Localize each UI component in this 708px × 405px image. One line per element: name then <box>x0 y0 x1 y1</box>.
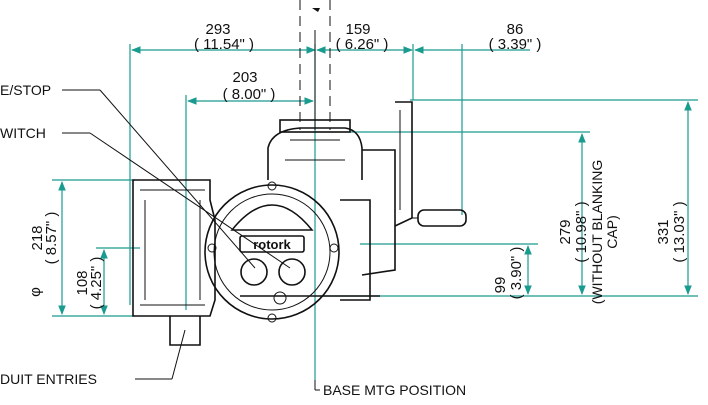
dim-overall-width: 293 ( 11.54" ) <box>129 21 316 305</box>
dim-conduit-height: 108 ( 4.25" ) <box>74 247 140 315</box>
dim-height-no-cap: 279 ( 10.98" ) (WITHOUT BLANKING CAP) <box>350 131 620 304</box>
label-local-stop: E/STOP <box>0 82 51 98</box>
dim-279-note-line2: CAP) <box>604 215 620 248</box>
rotork-logo: rotork <box>253 237 291 252</box>
dim-diameter: 218 ( 8.57" ) φ <box>27 179 135 317</box>
dim-159-inch: ( 6.26" ) <box>336 36 389 53</box>
leader-lines <box>62 89 320 391</box>
dim-279-note-line1: (WITHOUT BLANKING <box>589 160 605 304</box>
diameter-symbol: φ <box>27 287 44 297</box>
shaft-centerline <box>299 0 331 130</box>
dim-99-inch: ( 3.90" ) <box>508 247 525 300</box>
dim-base-to-center: 99 ( 3.90" ) <box>360 243 538 300</box>
dim-99-mm: 99 <box>492 277 509 294</box>
actuator-body: rotork <box>132 101 467 346</box>
dim-279-inch: ( 10.98" ) <box>573 201 590 262</box>
dim-86-inch: ( 3.39" ) <box>489 36 542 53</box>
dim-218-inch: ( 8.57" ) <box>43 212 60 265</box>
label-conduit-entries: DUIT ENTRIES <box>0 371 97 387</box>
dim-half-width: 203 ( 8.00" ) <box>185 69 314 310</box>
dim-height-total: 331 ( 13.03" ) <box>320 99 698 297</box>
dim-279-mm: 279 <box>557 219 574 244</box>
dim-331-inch: ( 13.03" ) <box>671 201 688 262</box>
dim-108-inch: ( 4.25" ) <box>88 257 105 310</box>
dim-159-mm: 159 <box>345 21 370 38</box>
label-base-mtg-position: BASE MTG POSITION <box>323 382 466 398</box>
dim-203-mm: 203 <box>232 69 257 86</box>
dim-218-mm: 218 <box>29 225 46 250</box>
dim-86-mm: 86 <box>507 21 524 38</box>
dim-203-inch: ( 8.00" ) <box>223 86 276 103</box>
label-switch: WITCH <box>0 125 46 141</box>
dim-331-mm: 331 <box>655 219 672 244</box>
dim-293-inch: ( 11.54" ) <box>194 36 254 53</box>
dim-293-mm: 293 <box>205 21 230 38</box>
dim-108-mm: 108 <box>74 270 91 295</box>
dim-handwheel: 86 ( 3.39" ) <box>414 21 542 215</box>
